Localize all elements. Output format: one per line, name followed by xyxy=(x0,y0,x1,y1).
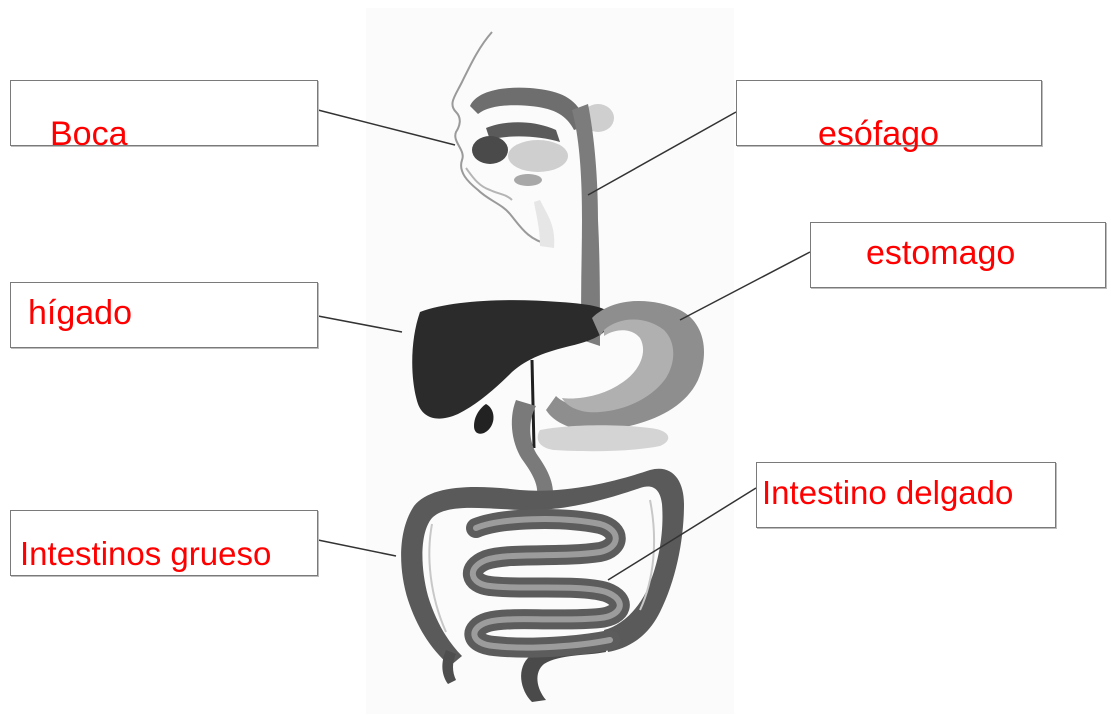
label-stomach: estomago xyxy=(866,236,1015,270)
teeth xyxy=(472,136,508,164)
pancreas xyxy=(538,425,669,451)
label-liver: hígado xyxy=(28,296,132,330)
label-mouth: Boca xyxy=(50,117,128,151)
bile-duct xyxy=(532,360,534,448)
salivary-gland-lower xyxy=(514,174,542,186)
label-large-intestine: Intestinos grueso xyxy=(20,537,271,570)
label-esophagus: esófago xyxy=(818,117,939,151)
tongue xyxy=(508,140,568,172)
label-small-intestine: Intestino delgado xyxy=(762,476,1013,509)
